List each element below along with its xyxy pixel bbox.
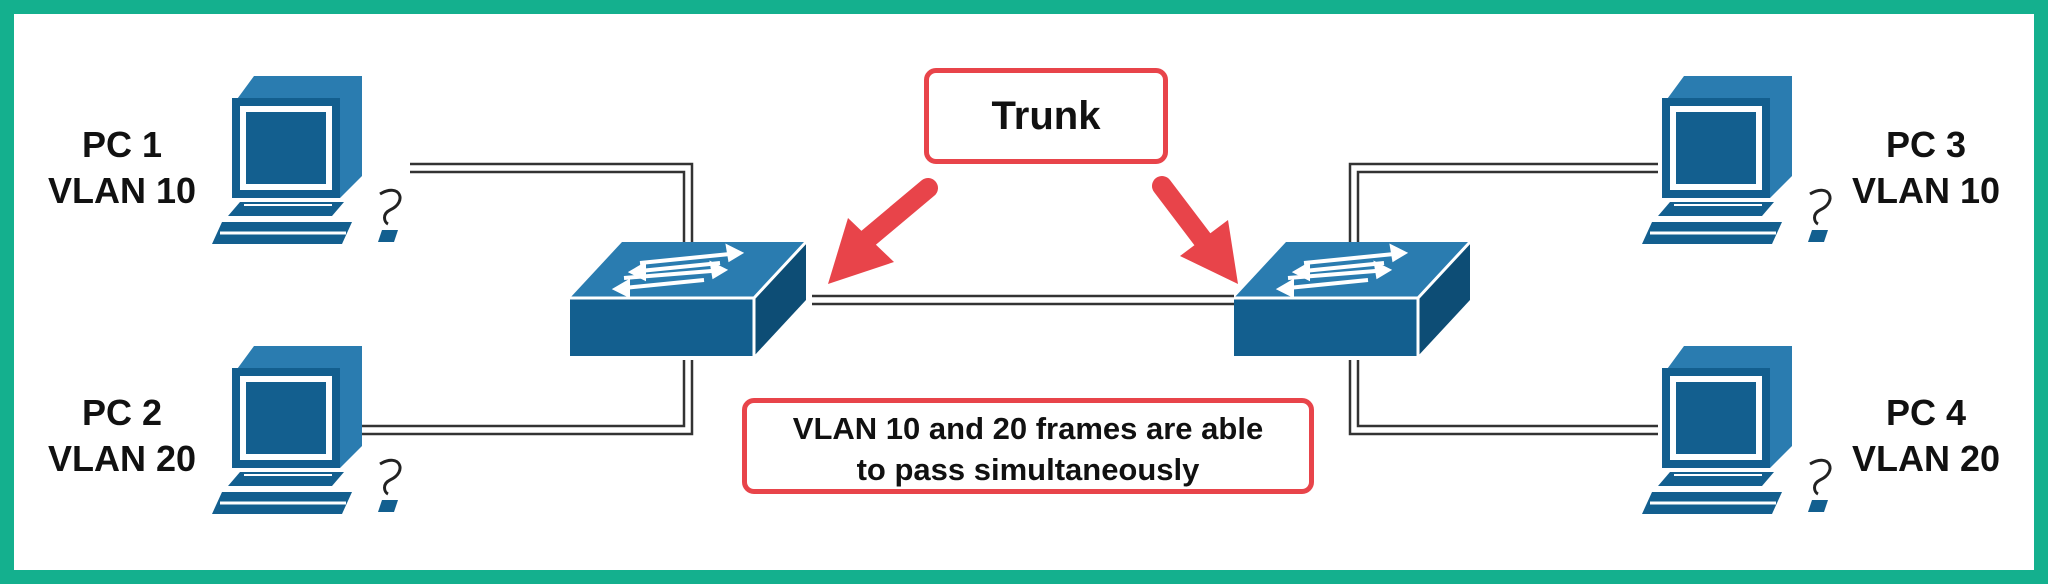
trunk-label: Trunk xyxy=(924,68,1168,164)
computer-icon xyxy=(210,74,402,246)
switch-icon xyxy=(1232,240,1472,358)
caption-line-2: to pass simultaneously xyxy=(856,452,1200,487)
pc-label-3: PC 3 VLAN 10 xyxy=(1826,122,2026,214)
arrow-icon xyxy=(1152,176,1238,284)
computer-icon xyxy=(210,344,402,516)
pc-name: PC 4 xyxy=(1885,392,1967,433)
pc-name: PC 2 xyxy=(81,392,163,433)
pc-vlan: VLAN 20 xyxy=(47,438,197,479)
cables xyxy=(362,162,1658,436)
pc-vlan: VLAN 10 xyxy=(1851,170,2001,211)
pc-vlan: VLAN 10 xyxy=(47,170,197,211)
switch-icon xyxy=(568,240,808,358)
computer-icon xyxy=(1640,74,1832,246)
pc-label-4: PC 4 VLAN 20 xyxy=(1826,390,2026,482)
caption-box: VLAN 10 and 20 frames are able to pass s… xyxy=(742,398,1314,494)
pc-label-1: PC 1 VLAN 10 xyxy=(22,122,222,214)
pc-label-2: PC 2 VLAN 20 xyxy=(22,390,222,482)
caption-line-1: VLAN 10 and 20 frames are able xyxy=(792,411,1264,446)
computer-icon xyxy=(1640,344,1832,516)
pc-vlan: VLAN 20 xyxy=(1851,438,2001,479)
pc-name: PC 3 xyxy=(1885,124,1967,165)
pc-name: PC 1 xyxy=(81,124,163,165)
arrow-icon xyxy=(828,178,938,284)
